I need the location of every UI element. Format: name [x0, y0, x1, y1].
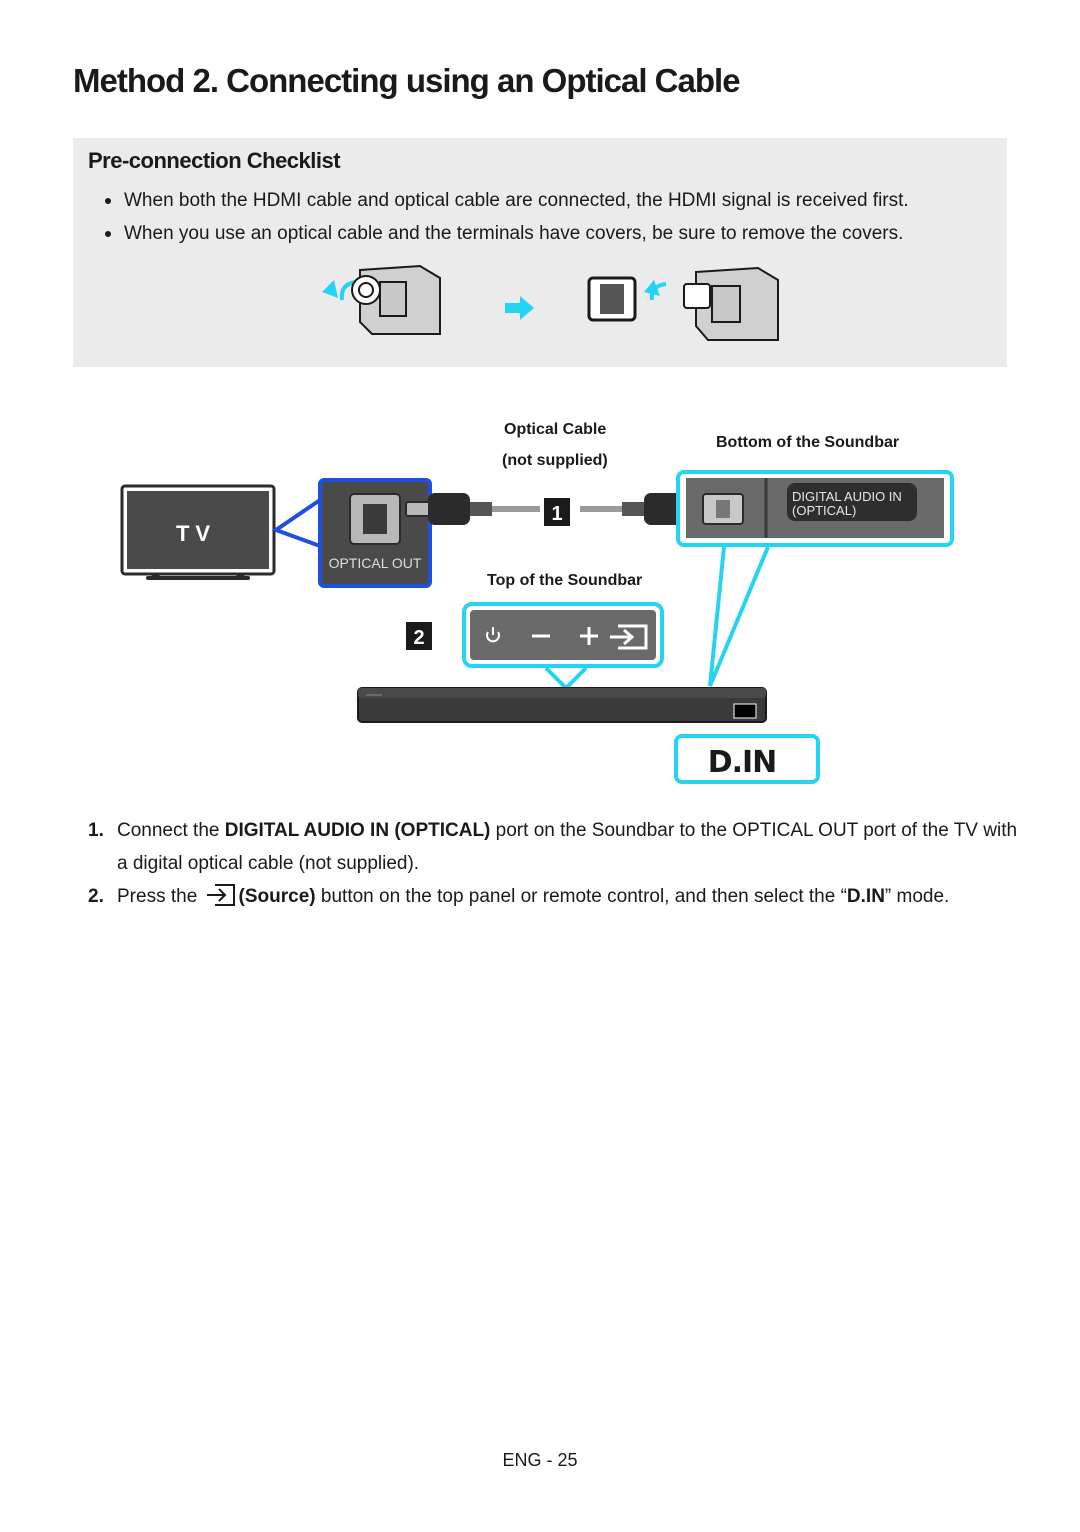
port-shape-icon	[363, 504, 387, 534]
bottom-callout-pointer	[708, 546, 770, 687]
port-cover-cap-icon	[351, 275, 381, 305]
soundbar-port-label-line1: DIGITAL AUDIO IN	[792, 489, 902, 504]
step-text: Press the	[117, 886, 198, 907]
port-housing-icon	[711, 285, 741, 323]
tv-label: TV	[176, 521, 216, 546]
insert-cable-illustration	[587, 266, 779, 341]
step-item: 1. Connect the DIGITAL AUDIO IN (OPTICAL…	[88, 814, 1018, 880]
pre-connection-checklist: Pre-connection Checklist When both the H…	[73, 138, 1007, 367]
cable-label-line1: Optical Cable	[504, 421, 607, 438]
step-marker-1	[544, 498, 570, 526]
checklist-list: When both the HDMI cable and optical cab…	[103, 184, 909, 250]
bottom-soundbar-label: Bottom of the Soundbar	[716, 434, 900, 451]
digital-audio-in-label-plate	[787, 483, 917, 521]
step-marker-2	[406, 622, 432, 650]
power-button-icon[interactable]	[486, 627, 500, 643]
tv-callout-pointer	[271, 498, 322, 548]
arrowhead-icon	[644, 280, 660, 296]
cable-plug-icon	[683, 283, 711, 309]
display-mode-frame	[674, 734, 820, 784]
right-arrow-icon	[505, 296, 534, 320]
page-title: Method 2. Connecting using an Optical Ca…	[73, 62, 741, 99]
top-soundbar-label: Top of the Soundbar	[487, 572, 643, 589]
tv-icon	[120, 484, 276, 580]
port-housing-icon	[379, 281, 407, 317]
remove-cover-illustration	[322, 264, 441, 335]
step-item: 2. Press the (Source) button on the top …	[88, 880, 1018, 913]
soundbar-port-label-line2: (OPTICAL)	[792, 503, 856, 518]
step-marker-1-number: 1	[551, 503, 562, 525]
display-mode-readout: D.IN	[708, 745, 777, 780]
checklist-heading: Pre-connection Checklist	[88, 148, 341, 173]
port-name: DIGITAL AUDIO IN (OPTICAL)	[224, 820, 491, 841]
source-button-icon[interactable]	[610, 624, 648, 650]
tv-port-label: OPTICAL OUT	[329, 555, 422, 571]
page-number: ENG - 25	[502, 1450, 578, 1470]
top-callout-pointer	[544, 666, 588, 691]
port-shape-icon	[600, 284, 624, 314]
mode-name: D.IN	[846, 886, 885, 907]
checklist-item: When you use an optical cable and the te…	[103, 217, 909, 250]
step-text: ” mode.	[884, 886, 950, 907]
step-text: button on the top panel or remote contro…	[315, 886, 847, 907]
step-text: Connect the	[117, 820, 225, 841]
step-number: 2.	[88, 886, 104, 907]
soundbar-icon	[357, 687, 767, 723]
checklist-item: When both the HDMI cable and optical cab…	[103, 184, 909, 217]
source-icon	[206, 884, 235, 906]
soundbar-display-icon	[733, 703, 757, 719]
port-shape-icon	[716, 500, 730, 518]
cap-ring-icon	[358, 282, 374, 298]
cable-label-line2: (not supplied)	[502, 452, 608, 469]
step-number: 1.	[88, 820, 104, 841]
soundbar-top-panel	[470, 610, 656, 660]
arrowhead-icon	[322, 280, 338, 298]
source-label: (Source)	[238, 886, 316, 907]
volume-up-button-icon[interactable]	[580, 627, 598, 645]
step-marker-2-number: 2	[413, 627, 424, 649]
instruction-steps: 1. Connect the DIGITAL AUDIO IN (OPTICAL…	[88, 814, 1018, 913]
step-text: port on the Soundbar to the OPTICAL OUT …	[117, 820, 1018, 874]
optical-cable	[405, 493, 709, 525]
